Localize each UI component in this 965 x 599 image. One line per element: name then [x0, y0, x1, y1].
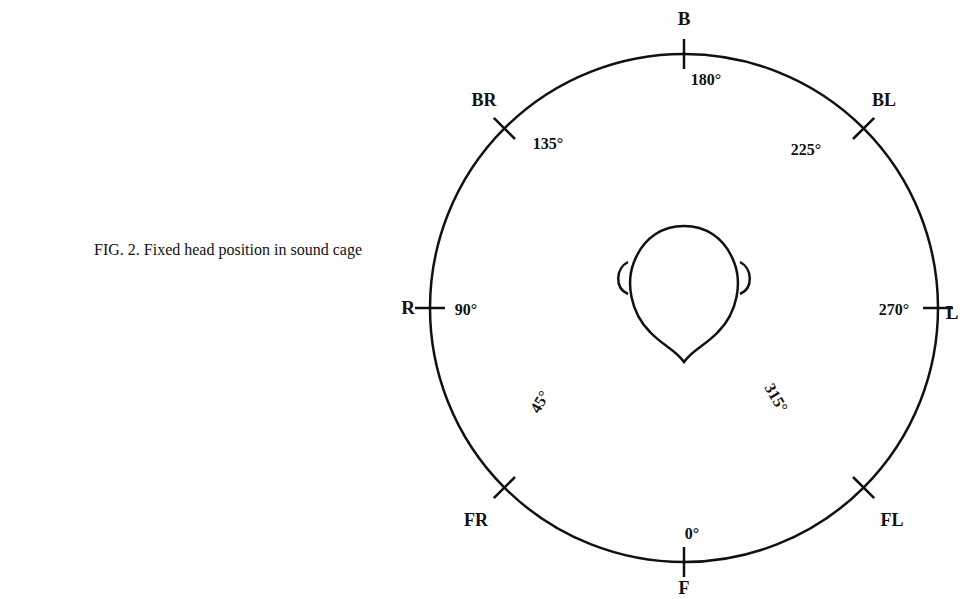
direction-tick: [853, 118, 874, 139]
angle-label: 315°: [761, 381, 790, 415]
angle-label: 135°: [533, 136, 563, 152]
angle-label: 45°: [527, 388, 552, 415]
direction-ticks: [415, 39, 953, 577]
angle-label: 90°: [455, 302, 477, 318]
figure-caption: FIG. 2. Fixed head position in sound cag…: [88, 240, 368, 260]
angle-label: 180°: [691, 72, 721, 88]
left-ear: [618, 262, 628, 294]
direction-tick: [853, 477, 874, 498]
direction-letter: R: [401, 298, 415, 317]
direction-letter: FR: [464, 511, 488, 529]
direction-tick: [683, 39, 686, 69]
direction-tick: [683, 547, 686, 577]
direction-letter: B: [678, 9, 691, 28]
cage-circle: [430, 54, 938, 562]
direction-tick: [415, 307, 445, 310]
direction-letter: BR: [471, 91, 496, 109]
angle-label: 0°: [685, 526, 699, 542]
direction-letter: FL: [880, 511, 903, 529]
direction-tick: [494, 477, 515, 498]
direction-tick: [494, 118, 515, 139]
head-outline: [630, 226, 738, 362]
angle-label: 225°: [791, 142, 821, 158]
direction-letter: L: [946, 303, 959, 322]
right-ear: [740, 262, 750, 294]
angle-label: 270°: [879, 302, 909, 318]
direction-letter: F: [679, 579, 690, 597]
direction-letter: BL: [872, 91, 896, 109]
